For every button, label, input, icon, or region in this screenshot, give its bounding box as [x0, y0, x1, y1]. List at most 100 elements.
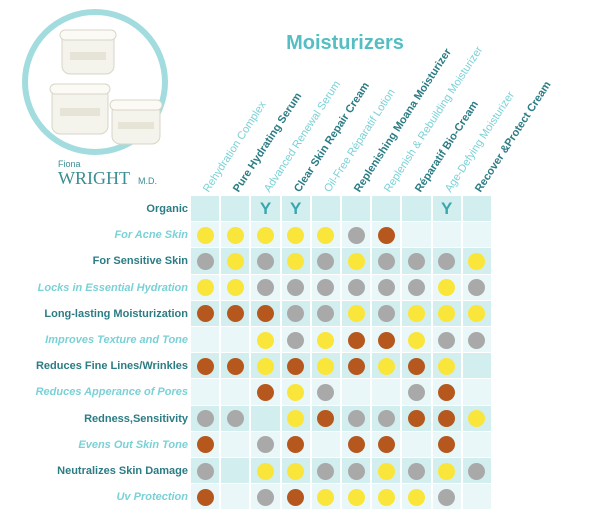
rating-dot [287, 279, 305, 297]
rating-dot [287, 305, 305, 323]
rating-dot [377, 436, 395, 454]
brand-suffix: M.D. [138, 176, 157, 186]
column-divider [249, 196, 252, 511]
rating-dot [347, 226, 365, 244]
rating-dot [408, 279, 425, 297]
rating-dot [317, 462, 335, 480]
rating-dot [377, 462, 395, 480]
yes-mark: Y [290, 199, 302, 219]
rating-dot [438, 357, 456, 375]
rating-dot [377, 305, 395, 323]
rating-dot [257, 488, 274, 506]
rating-dot [377, 357, 395, 375]
rating-dot [347, 279, 365, 297]
rating-dot [196, 226, 214, 244]
rating-dot [347, 305, 365, 323]
rating-dot [438, 462, 456, 480]
rating-dot [226, 279, 244, 297]
rating-dot [287, 462, 305, 480]
rating-dot [287, 357, 305, 375]
column-divider [340, 196, 342, 511]
rating-dot [438, 436, 456, 454]
rating-dot [438, 253, 456, 270]
row-label: Improves Texture and Tone [45, 334, 188, 346]
rating-dot [408, 462, 425, 480]
rating-dot [468, 331, 486, 349]
rating-dot [287, 410, 305, 428]
rating-dot [468, 305, 486, 323]
page-title: Moisturizers [286, 32, 404, 54]
row-label: Locks in Essential Hydration [37, 281, 188, 294]
rating-dot [347, 488, 365, 506]
rating-dot [257, 436, 274, 454]
brand-last: WRIGHT [58, 168, 130, 188]
rating-dot [408, 384, 425, 401]
brand-logo: Fiona WRIGHT M.D. [0, 0, 220, 190]
product-jars-image: Fiona WRIGHT M.D. [22, 9, 168, 188]
rating-dot [226, 357, 244, 375]
rating-dot [317, 384, 335, 401]
column-divider [189, 196, 191, 511]
rating-dot [438, 410, 456, 428]
rating-dot [257, 384, 274, 401]
rating-dot [287, 384, 305, 401]
rating-dot [226, 226, 244, 244]
column-divider [309, 196, 312, 511]
rating-dot [257, 305, 274, 323]
rating-dot [196, 462, 214, 480]
rating-dot [196, 436, 214, 454]
row-label: Uv Protection [116, 491, 188, 504]
rating-dot [287, 226, 305, 244]
row-label: Reduces Fine Lines/Wrinkles [35, 360, 188, 373]
rating-dot [196, 488, 214, 506]
rating-dot [257, 357, 274, 375]
rating-dot [438, 279, 456, 297]
rating-dot [287, 331, 305, 349]
rating-dot [408, 357, 425, 375]
rating-dot [347, 410, 365, 428]
column-divider [460, 196, 463, 511]
row-label: Reduces Apperance of Pores [35, 386, 188, 399]
column-divider [370, 196, 373, 511]
rating-dot [257, 279, 274, 297]
rating-dot [196, 253, 214, 270]
rating-dot [347, 357, 365, 375]
column-divider [279, 196, 282, 511]
rating-dot [317, 253, 335, 270]
row-label: Evens Out Skin Tone [78, 438, 188, 451]
rating-dot [438, 488, 456, 506]
row-label: Organic [146, 203, 188, 215]
rating-dot [317, 305, 335, 323]
rating-dot [196, 357, 214, 375]
column-divider [430, 196, 433, 511]
rating-dot [317, 279, 335, 297]
rating-dot [438, 384, 456, 401]
column-divider [491, 196, 493, 511]
rating-dot [377, 279, 395, 297]
row-label: Long-lasting Moisturization [44, 307, 188, 320]
rating-dot [317, 410, 335, 428]
row-label: Redness,Sensitivity [84, 412, 188, 425]
rating-dot [287, 436, 305, 454]
rating-dot [317, 226, 335, 244]
rating-dot [408, 488, 425, 506]
rating-dot [468, 410, 486, 428]
rating-dot [257, 331, 274, 349]
rating-dot [408, 253, 425, 270]
rating-dot [377, 488, 395, 506]
rating-dot [257, 462, 274, 480]
rating-dot [408, 331, 425, 349]
brand-first: Fiona [58, 159, 81, 169]
rating-dot [377, 253, 395, 270]
rating-dot [257, 226, 274, 244]
rating-dot [438, 331, 456, 349]
rating-dot [196, 305, 214, 323]
row-label: For Sensitive Skin [92, 255, 188, 268]
rating-dot [226, 305, 244, 323]
column-divider [400, 196, 403, 511]
rating-dot [347, 253, 365, 270]
rating-dot [226, 410, 244, 428]
rating-dot [468, 462, 486, 480]
rating-dot [287, 253, 305, 270]
rating-dot [377, 410, 395, 428]
